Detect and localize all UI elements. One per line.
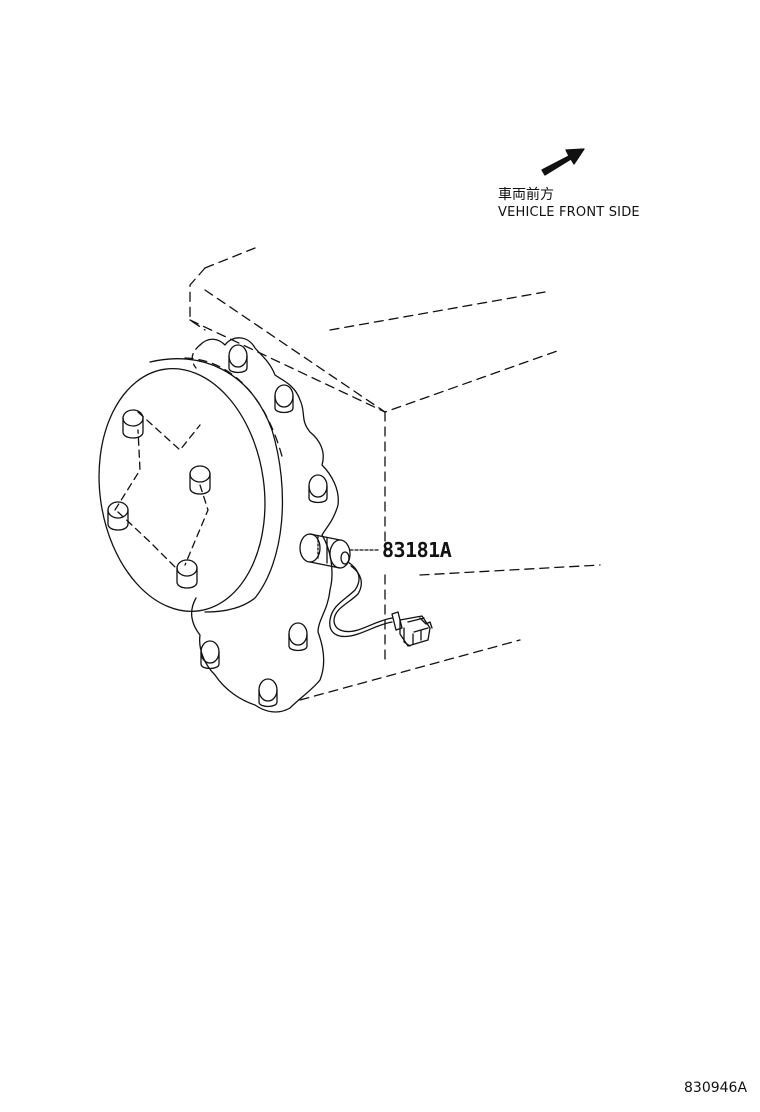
- figure-reference-code: 830946A: [684, 1080, 748, 1096]
- speed-sensor-83181a: [299, 533, 351, 569]
- vehicle-front-label-en: VEHICLE FRONT SIDE: [498, 205, 640, 220]
- converter-studs: [107, 409, 211, 589]
- bolt: [288, 622, 308, 646]
- drive-plate: [98, 357, 284, 613]
- part-number-callout[interactable]: 83181A: [382, 538, 452, 562]
- transmission-flange: [190, 337, 339, 713]
- stud: [122, 409, 144, 427]
- bolt: [200, 640, 220, 664]
- vehicle-front-arrow-icon: [541, 148, 585, 176]
- bolt: [274, 384, 294, 408]
- sensor-connector: [391, 611, 433, 647]
- engine-block-outline: [189, 247, 601, 701]
- sensor-wire-harness: [329, 561, 393, 638]
- vehicle-front-label-jp: 車両前方: [498, 187, 554, 203]
- flange-bolts: [200, 344, 328, 708]
- bolt: [228, 344, 248, 368]
- bolt: [258, 678, 278, 702]
- stud: [176, 559, 198, 577]
- bolt: [308, 474, 328, 498]
- stud: [189, 465, 211, 483]
